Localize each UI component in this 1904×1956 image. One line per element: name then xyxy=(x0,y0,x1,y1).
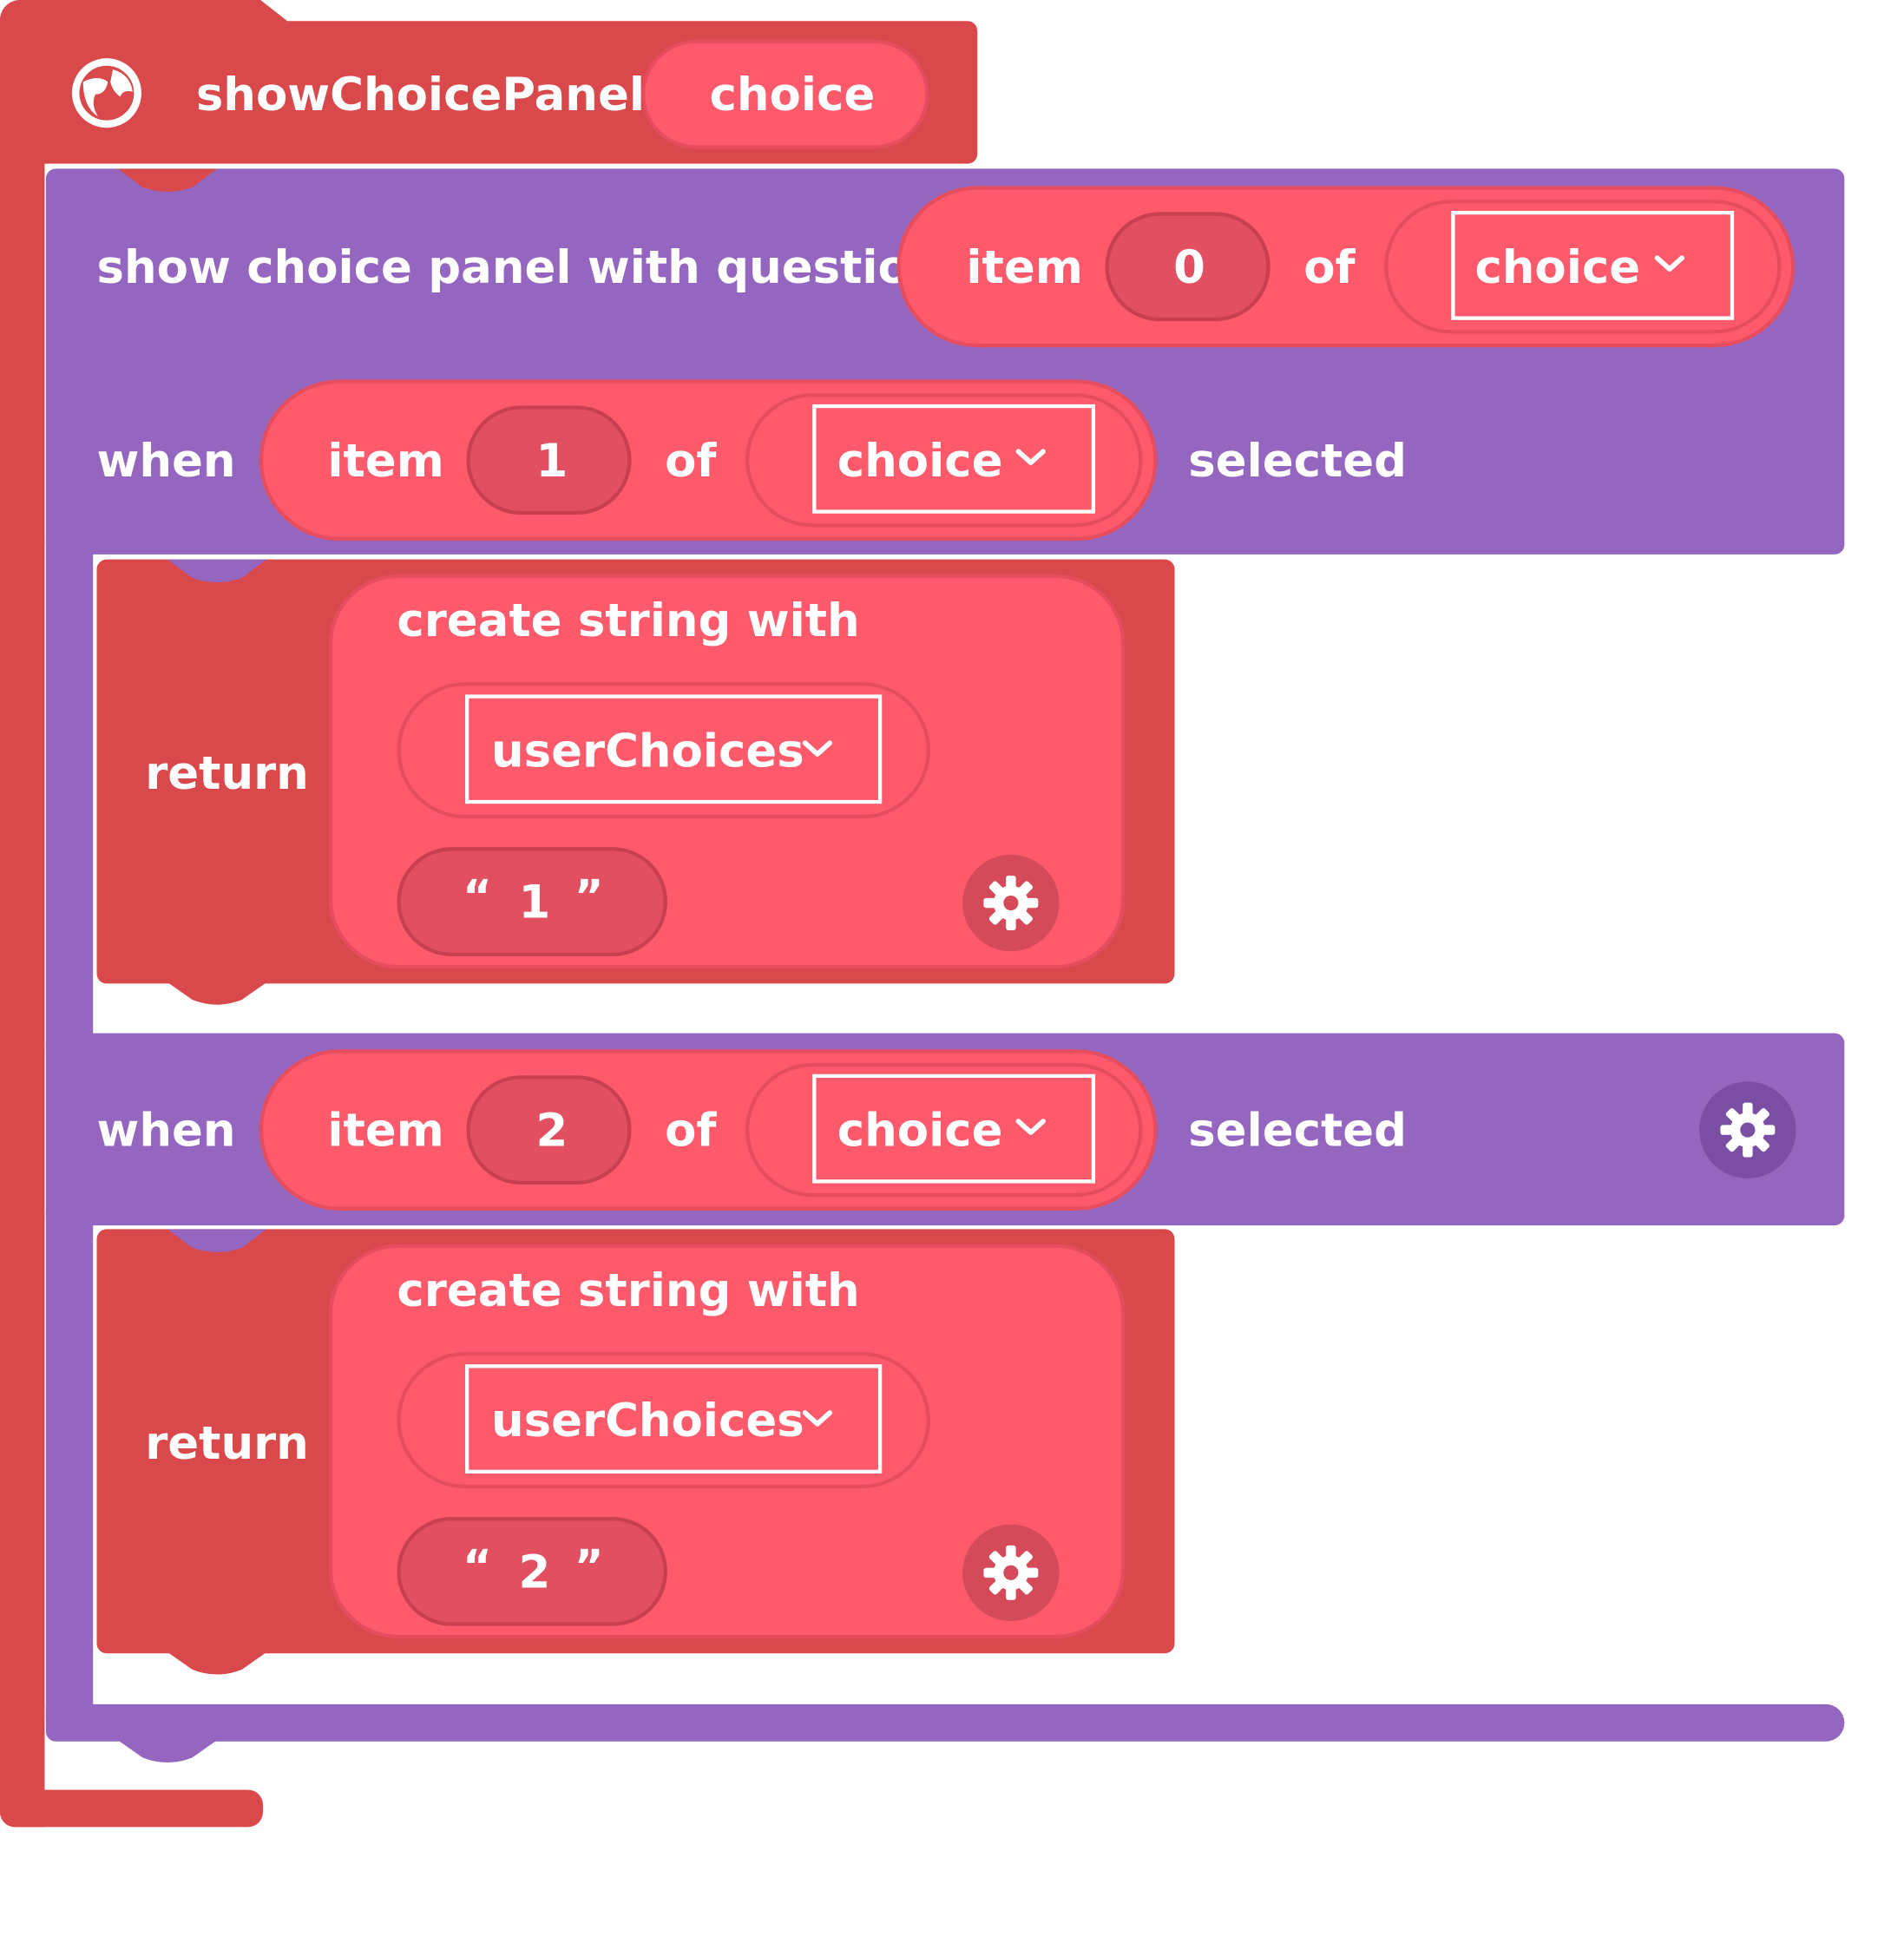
case-2-create-string-label: create string with xyxy=(397,1264,860,1317)
case-2-string-literal[interactable] xyxy=(397,1517,667,1626)
case-1-list-var-label: choice xyxy=(837,434,1003,488)
case-2-user-choices-label: userChoices xyxy=(491,1394,804,1447)
function-name[interactable]: showChoicePanel xyxy=(195,68,645,122)
case-2-index-value: 2 xyxy=(535,1104,568,1158)
question-list-var-dropdown[interactable] xyxy=(1451,210,1735,320)
case-1-when-label: when xyxy=(96,434,236,488)
case-1-create-string-label: create string with xyxy=(397,594,860,648)
case-1-open-quote: “ xyxy=(463,871,492,923)
case-1-close-quote: ” xyxy=(574,871,604,923)
chevron-down-icon xyxy=(1014,445,1048,470)
chevron-down-icon xyxy=(800,1407,835,1432)
case-2-of-label: of xyxy=(665,1104,717,1158)
chevron-down-icon xyxy=(1652,252,1687,277)
case-2-index-slot[interactable] xyxy=(466,1075,632,1185)
case-2-list-var-dropdown[interactable] xyxy=(812,1073,1096,1184)
question-index-slot[interactable] xyxy=(1105,212,1270,322)
case-2-string-value[interactable]: 2 xyxy=(518,1545,551,1599)
case-1-item-label: item xyxy=(327,434,444,488)
case-1-index-slot[interactable] xyxy=(466,405,632,515)
gear-icon[interactable] xyxy=(962,854,1060,952)
question-index-value: 0 xyxy=(1173,240,1205,294)
case-1-list-var-dropdown[interactable] xyxy=(812,404,1096,514)
question-of-label: of xyxy=(1303,240,1356,294)
case-2-when-label: when xyxy=(96,1104,236,1158)
case-2-selected-label: selected xyxy=(1188,1104,1407,1158)
question-item-label: item xyxy=(966,240,1083,294)
case-2-return-label: return xyxy=(145,1416,309,1470)
chevron-down-icon xyxy=(1014,1115,1048,1140)
question-list-var-label: choice xyxy=(1474,240,1641,294)
case-1-index-value: 1 xyxy=(535,434,568,488)
globe-icon xyxy=(70,57,142,129)
function-param-label: choice xyxy=(709,68,876,122)
case-1-user-choices-label: userChoices xyxy=(491,724,804,778)
case-1-selected-label: selected xyxy=(1188,434,1407,488)
case-1-of-label: of xyxy=(665,434,717,488)
gear-icon[interactable] xyxy=(1699,1081,1796,1178)
case-1-string-value[interactable]: 1 xyxy=(518,876,551,929)
chevron-down-icon xyxy=(800,737,835,762)
function-param-pill[interactable] xyxy=(640,39,929,149)
case-2-list-var-label: choice xyxy=(837,1104,1003,1158)
case-2-open-quote: “ xyxy=(463,1541,492,1593)
choice-panel-label: show choice panel with question xyxy=(96,240,942,294)
case-1-user-choices-dropdown[interactable] xyxy=(464,694,883,804)
gear-icon[interactable] xyxy=(962,1524,1060,1622)
case-1-return-label: return xyxy=(145,746,309,800)
case-1-string-literal[interactable] xyxy=(397,847,667,956)
case-2-close-quote: ” xyxy=(574,1541,604,1593)
case-2-item-label: item xyxy=(327,1104,444,1158)
